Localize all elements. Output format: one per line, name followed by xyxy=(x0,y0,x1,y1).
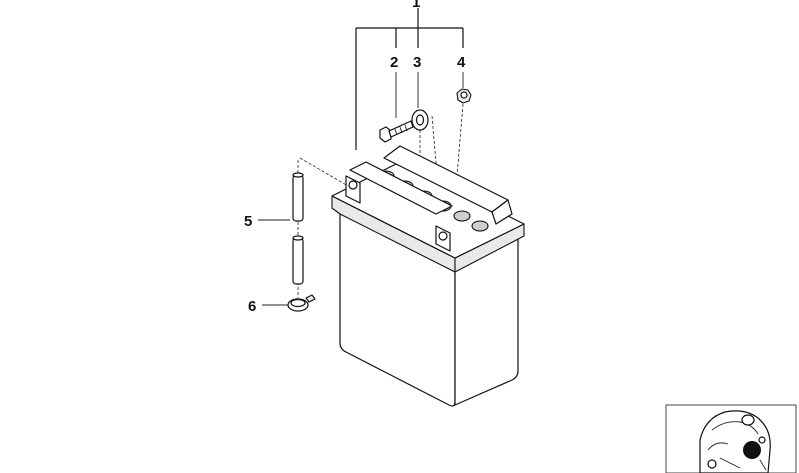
callout-6: 6 xyxy=(248,298,256,315)
bolt-icon xyxy=(379,120,414,143)
callout-4: 4 xyxy=(457,54,466,71)
washer-icon xyxy=(411,109,429,131)
callout-2: 2 xyxy=(390,54,398,71)
callout-3: 3 xyxy=(413,54,421,71)
callout-1-bracket xyxy=(355,8,464,150)
vent-hose-icon xyxy=(292,172,304,285)
hose-clamp-icon xyxy=(287,294,316,312)
callout-5: 5 xyxy=(244,213,252,230)
battery-icon xyxy=(331,145,525,407)
vehicle-locator-thumbnail-icon xyxy=(665,404,797,473)
nut-icon xyxy=(456,88,472,104)
callout-1: 1 xyxy=(412,0,420,11)
